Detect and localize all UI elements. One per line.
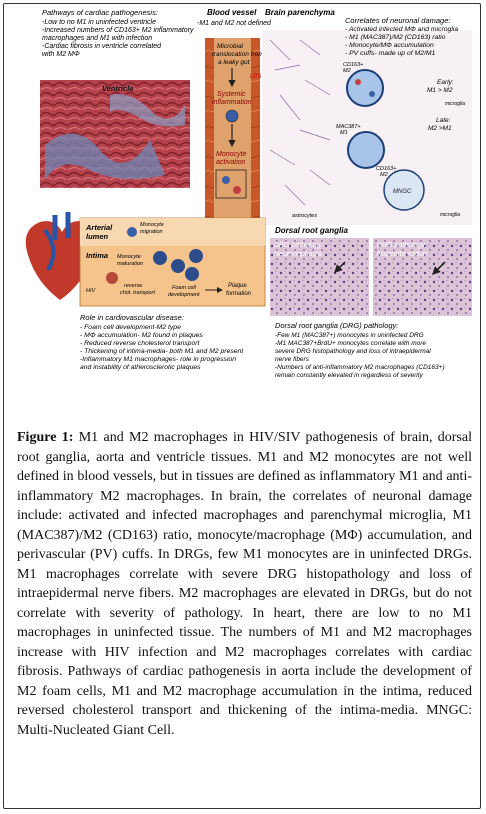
arterial-panel: Arterial lumen Monocyte migration Intima…: [79, 217, 266, 307]
drg-path-line: -M1 MAC387+BrdU+ monocytes correlate wit…: [275, 340, 426, 347]
monocyte-activation-line: activation: [216, 159, 246, 166]
arterial-lumen-line: Arterial: [85, 223, 113, 232]
figure-frame: [3, 3, 481, 809]
cd163-label: CD163+: [343, 62, 364, 68]
correlates-line: - PV cuffs- made up of M2/M1: [345, 50, 436, 57]
mngc-label: MNGC: [393, 189, 412, 195]
pathways-line: macrophages and M1 with infection: [42, 35, 152, 42]
systemic-line: inflammation: [212, 99, 252, 106]
pathways-title: Pathways of cardiac pathogenesis:: [42, 8, 158, 17]
foam-cell-line: development: [168, 292, 200, 298]
reverse-chol-line: reverse: [124, 283, 142, 289]
blood-vessel-title: Blood vessel: [207, 8, 257, 17]
pathways-line: -Cardiac fibrosis in ventricle correlate…: [42, 43, 162, 50]
early-line: Early:: [437, 79, 454, 86]
cardio-line: and instability of atherosclerotic plaqu…: [80, 364, 201, 371]
drg-panel1-line: DRG pathology:: [274, 242, 324, 249]
drg-path-line: remain constantly elevated in regardless…: [275, 372, 424, 379]
late-line: Late:: [436, 117, 451, 124]
figure-illustration: Pathways of cardiac pathogenesis: -Low t…: [25, 8, 472, 379]
brain-title: Brain parenchyma: [265, 8, 335, 17]
microglia-label: microglia: [445, 101, 465, 107]
mac387-label: M1: [340, 130, 348, 136]
cardio-line: - MΦ accumulation- M2 found in plaques: [80, 332, 203, 339]
arterial-lumen-line: lumen: [86, 232, 109, 241]
cd163-label-2: CD163+: [376, 166, 397, 172]
monocyte-migration-line: Monocyte: [140, 222, 164, 228]
astrocytes-label: astrocytes: [292, 213, 317, 219]
correlates-line: - Monocyte/MΦ accumulation: [345, 42, 434, 49]
late-line: M2 >M1: [428, 125, 452, 132]
microglia-label-2: microglia: [440, 212, 460, 218]
heart-illustration: [25, 212, 96, 300]
drg-path-title: Dorsal root ganglia (DRG) pathology:: [275, 321, 398, 330]
microbial-line: Microbial: [217, 43, 244, 50]
ventricle-label: Ventricle: [102, 84, 133, 93]
microbial-line: translocation from: [212, 51, 264, 58]
drg-path-line: nerve fibers: [275, 356, 310, 363]
drg-title: Dorsal root ganglia: [275, 226, 348, 235]
cardio-line: - Thickening of intima-media- both M1 an…: [80, 348, 244, 355]
drg-path-line: -Few M1 (MAC387+) monocytes in uninfecte…: [275, 332, 424, 339]
cd163-label-2: M2: [380, 172, 388, 178]
cd163-label: M2: [343, 68, 351, 74]
cardio-line: - Reduced reverse cholesterol transport: [80, 340, 200, 347]
cardio-line: - Foam cell development-M2 type: [80, 324, 181, 331]
pathways-text-block: Pathways of cardiac pathogenesis: -Low t…: [42, 8, 194, 58]
drg-panel2-line: Nageotte nodule: [377, 251, 428, 258]
pathways-line: -Low to no M1 in uninfected ventricle: [42, 19, 156, 26]
lps-label: LPS: [250, 74, 261, 80]
reverse-chol-line: chol. transport: [120, 290, 155, 296]
cardio-text-block: Role in cardiovascular disease: - Foam c…: [80, 313, 244, 371]
drg-path-line: severe DRG histopathology and loss of in…: [275, 348, 431, 355]
caption-label: Figure 1:: [17, 430, 74, 445]
systemic-line: Systemic: [217, 91, 246, 98]
cardio-title: Role in cardiovascular disease:: [80, 313, 184, 322]
intima-label: Intima: [86, 251, 108, 260]
cardio-line: -Inflammatory M1 macrophages- role in pr…: [80, 356, 236, 363]
plaque-line: Plaque: [228, 283, 247, 289]
monocyte-activation-line: Monocyte: [216, 151, 246, 158]
drg-section: Dorsal root ganglia DRG pathology: Neuro…: [270, 226, 472, 316]
correlates-line: - M1 (MAC387)/M2 (CD163) ratio: [345, 34, 446, 41]
brain-parenchyma: Brain parenchyma Correlates of neuronal …: [262, 8, 472, 225]
caption-text: M1 and M2 macrophages in HIV/SIV pathoge…: [17, 430, 472, 738]
early-line: M1 > M2: [427, 87, 453, 94]
hiv-label: HIV: [86, 288, 97, 294]
foam-cell-line: Foam cell: [172, 285, 197, 291]
ventricle-histology: Ventricle: [40, 80, 190, 188]
blood-vessel-sub: -M1 and M2 not defined: [197, 20, 272, 27]
monocyte-migration-line: migration: [140, 229, 163, 235]
drg-panel1-line: Neuronophagia: [274, 251, 322, 258]
correlates-line: - Activated infected MΦ and microglia: [345, 26, 458, 33]
figure-caption: Figure 1: M1 and M2 macrophages in HIV/S…: [17, 428, 472, 740]
monocyte-maturation-line: maturation: [117, 261, 143, 267]
monocyte-maturation-line: Monocyte: [117, 254, 141, 260]
pathways-line: -Increased numbers of CD163+ M2 inflamma…: [42, 27, 194, 34]
pathways-line: with M2 MΦ: [42, 51, 80, 58]
mac387-label: MAC387+: [336, 124, 361, 130]
drg-pathology-text-block: Dorsal root ganglia (DRG) pathology: -Fe…: [275, 321, 445, 379]
microbial-line: a leaky gut: [218, 59, 251, 66]
plaque-line: formation: [226, 291, 252, 297]
correlates-title: Correlates of neuronal damage:: [345, 16, 450, 25]
drg-panel2-line: DRG pathology:: [377, 242, 427, 249]
drg-path-line: -Numbers of anti-inflammatory M2 macroph…: [275, 364, 445, 371]
